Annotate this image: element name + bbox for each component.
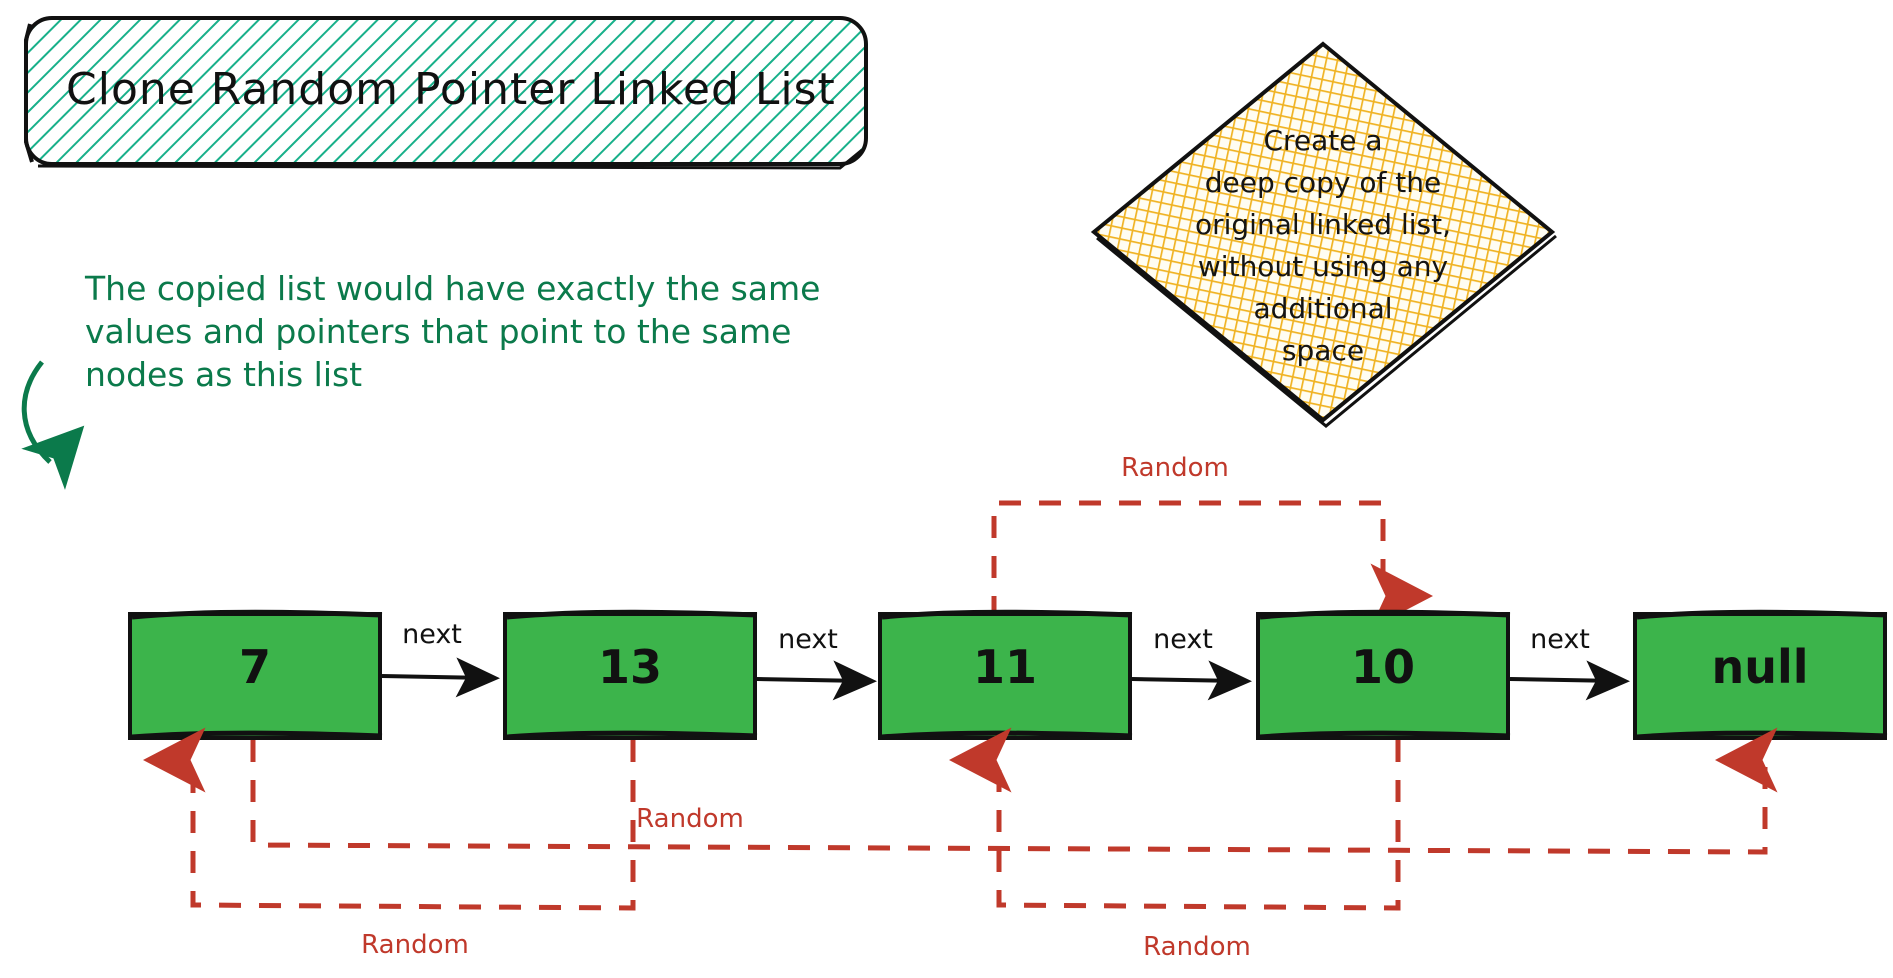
node-value: 13 xyxy=(598,640,662,694)
node-value: 7 xyxy=(239,640,271,694)
random-edge-11-to-10 xyxy=(991,500,1433,629)
next-arrow-13-11 xyxy=(756,660,877,701)
next-label: next xyxy=(1153,624,1213,655)
node-value: null xyxy=(1711,640,1808,694)
svg-text:space: space xyxy=(1282,334,1364,367)
node-7[interactable]: 7 xyxy=(128,609,383,740)
svg-text:original linked list,: original linked list, xyxy=(1195,208,1451,241)
callout-text: Create a deep copy of the original linke… xyxy=(1195,124,1451,367)
next-arrow-7-13 xyxy=(381,657,500,698)
title-box xyxy=(24,16,868,170)
node-11[interactable]: 11 xyxy=(878,609,1133,740)
page-title: Clone Random Pointer Linked List xyxy=(66,64,836,115)
next-label: next xyxy=(402,619,462,650)
random-edge-10-to-11 xyxy=(949,727,1401,911)
next-label: next xyxy=(1530,624,1590,655)
note-curved-arrow-icon xyxy=(21,360,85,490)
node-13[interactable]: 13 xyxy=(503,609,758,740)
random-edge-13-to-7 xyxy=(143,727,636,911)
next-arrow-11-10 xyxy=(1131,660,1252,701)
node-null[interactable]: null xyxy=(1633,609,1888,740)
svg-text:The copied list would have exa: The copied list would have exactly the s… xyxy=(84,269,820,308)
svg-text:additional: additional xyxy=(1253,292,1392,325)
next-label: next xyxy=(778,624,838,655)
note-text: The copied list would have exactly the s… xyxy=(84,269,820,394)
svg-text:deep copy of the: deep copy of the xyxy=(1205,166,1442,199)
random-label-middle: Random xyxy=(636,804,744,834)
svg-text:nodes as this list: nodes as this list xyxy=(85,355,362,394)
node-value: 10 xyxy=(1351,640,1415,694)
callout-diamond xyxy=(1090,41,1557,428)
node-10[interactable]: 10 xyxy=(1256,609,1511,740)
random-edge-7-to-null xyxy=(250,727,1778,855)
random-label-bottom-right: Random xyxy=(1143,932,1251,962)
node-value: 11 xyxy=(973,640,1037,694)
svg-text:values and pointers that point: values and pointers that point to the sa… xyxy=(85,312,791,351)
svg-text:without using any: without using any xyxy=(1198,250,1448,283)
random-label-top: Random xyxy=(1121,453,1229,483)
svg-text:Create a: Create a xyxy=(1263,124,1382,157)
random-label-bottom-left: Random xyxy=(361,930,469,960)
next-arrow-10-null xyxy=(1509,660,1630,701)
